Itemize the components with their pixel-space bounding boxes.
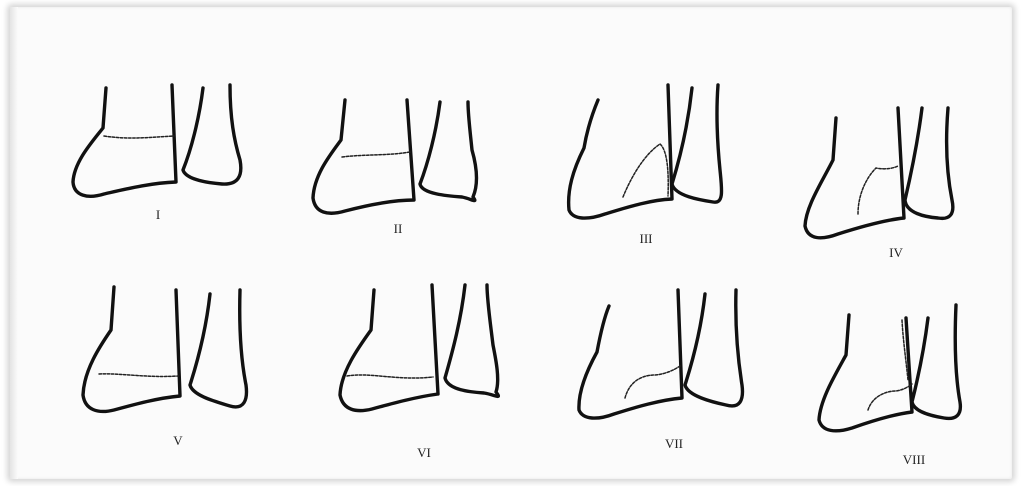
fracture-line (104, 136, 174, 138)
panel-i: I (73, 85, 241, 222)
tibia-outline (340, 285, 438, 411)
fracture-line (347, 375, 433, 378)
fibula-outline (685, 290, 742, 406)
tibia-outline (579, 290, 682, 418)
fibula-outline (183, 85, 241, 184)
panel-iv: IV (805, 108, 953, 260)
fracture-line (99, 374, 178, 377)
tibia-outline (313, 100, 414, 213)
panel-label: II (394, 221, 403, 236)
fracture-line (342, 152, 410, 157)
panel-v: V (83, 287, 246, 448)
panel-ii: II (313, 100, 476, 236)
fracture-line (623, 144, 668, 197)
fibula-outline (672, 85, 722, 202)
fibula-outline (905, 108, 953, 218)
panel-label: V (173, 433, 183, 448)
panel-vii: VII (579, 290, 743, 451)
tibia-outline (819, 315, 912, 431)
panel-label: VII (665, 436, 683, 451)
panel-label: VI (417, 445, 431, 460)
fracture-line (858, 166, 898, 214)
panel-iii: III (569, 85, 722, 246)
panel-label: VIII (903, 452, 925, 467)
fibula-outline (190, 290, 246, 407)
panel-label: IV (889, 245, 903, 260)
panel-viii: VIII (819, 305, 960, 467)
panel-label: III (640, 231, 653, 246)
panel-label: I (156, 207, 160, 222)
tibia-outline (569, 85, 672, 218)
fracture-line (625, 366, 680, 398)
panel-vi: VI (340, 285, 498, 460)
fibula-outline (445, 285, 498, 396)
fracture-line (868, 384, 912, 410)
tibia-outline (73, 85, 176, 196)
fibula-outline (912, 305, 960, 418)
fibula-outline (420, 102, 476, 201)
tibia-outline (83, 287, 180, 411)
tibia-outline (805, 108, 904, 238)
